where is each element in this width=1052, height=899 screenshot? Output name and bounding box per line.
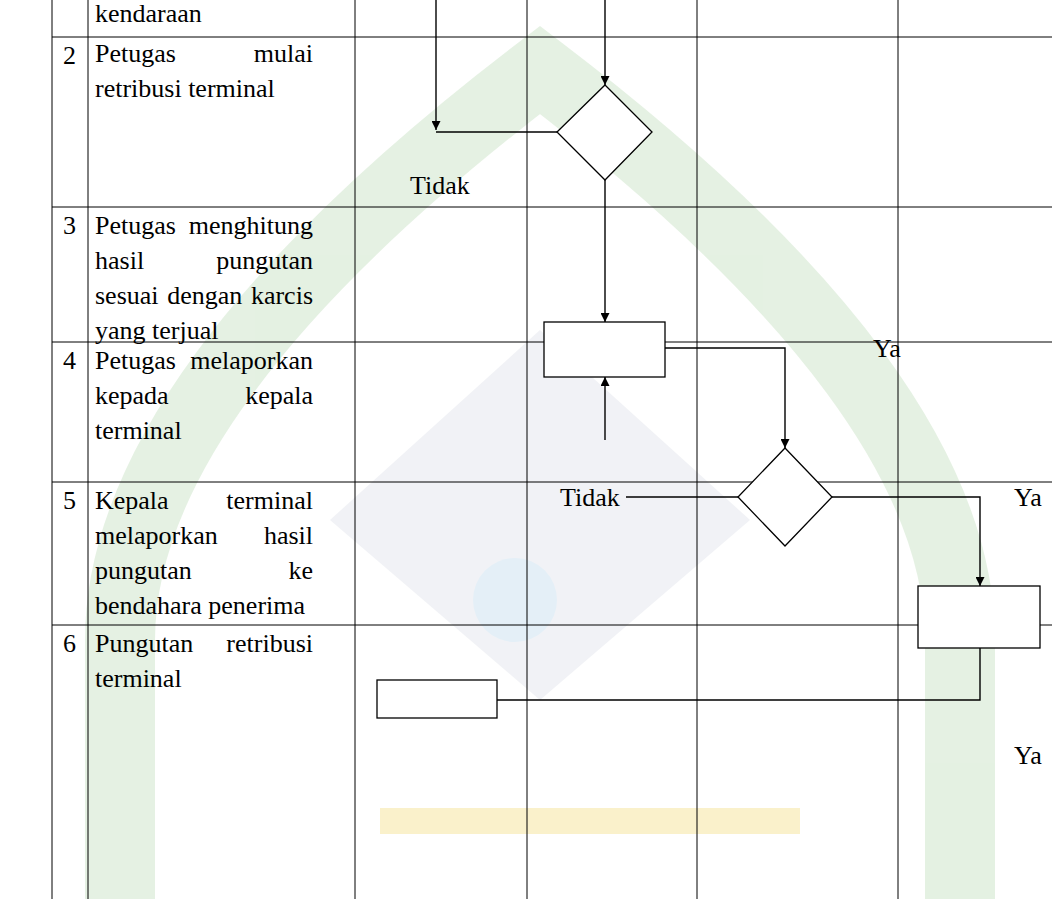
flow-line	[604, 180, 605, 322]
decision-diamond	[738, 448, 832, 546]
step-description: Petugas menghitung hasil pungutan sesuai…	[95, 208, 313, 348]
step-description: Pungutan retribusi terminal	[95, 626, 313, 696]
watermark-shape	[330, 330, 750, 700]
grid-line	[898, 0, 899, 899]
flow-line	[435, 0, 436, 130]
flow-shapes	[377, 85, 1040, 718]
watermark-band	[380, 808, 800, 834]
grid-line	[52, 37, 1052, 38]
grid-line	[52, 482, 1052, 483]
branch-label: Tidak	[560, 480, 620, 515]
step-description: Kepala terminal melaporkan hasil punguta…	[95, 483, 313, 623]
branch-label: Ya	[1014, 738, 1042, 773]
table-grid	[52, 0, 1052, 899]
step-description: Petugas mulai retribusi terminal	[95, 36, 313, 106]
grid-line	[52, 0, 53, 899]
watermark-arch	[120, 70, 960, 899]
row-number: 5	[63, 483, 76, 518]
row-number: 4	[63, 343, 76, 378]
decision-diamond	[557, 85, 652, 180]
flow-line	[436, 131, 557, 132]
flow-line	[604, 377, 605, 440]
grid-line	[52, 207, 1052, 208]
grid-line	[88, 0, 89, 899]
branch-label: Ya	[1014, 480, 1042, 515]
branch-label: Ya	[873, 331, 901, 366]
process-box	[918, 586, 1040, 648]
grid-line	[527, 0, 528, 899]
flow-line	[497, 648, 980, 700]
step-description: Petugas melaporkan kepada kepala termina…	[95, 343, 313, 448]
grid-line	[355, 0, 356, 899]
flow-line	[665, 348, 785, 448]
row-number: 2	[63, 38, 76, 73]
flow-line	[604, 0, 605, 85]
flow-line	[626, 496, 738, 497]
process-box	[544, 322, 665, 377]
process-box	[377, 680, 497, 718]
cell-text: kendaraan	[95, 0, 202, 31]
row-number: 6	[63, 626, 76, 661]
row-number: 3	[63, 208, 76, 243]
watermark	[120, 70, 960, 899]
grid-line	[697, 0, 698, 899]
watermark-globe	[473, 558, 557, 642]
flow-line	[832, 497, 980, 586]
branch-label: Tidak	[410, 168, 470, 203]
grid-line	[52, 625, 1052, 626]
flow-lines	[436, 0, 980, 700]
